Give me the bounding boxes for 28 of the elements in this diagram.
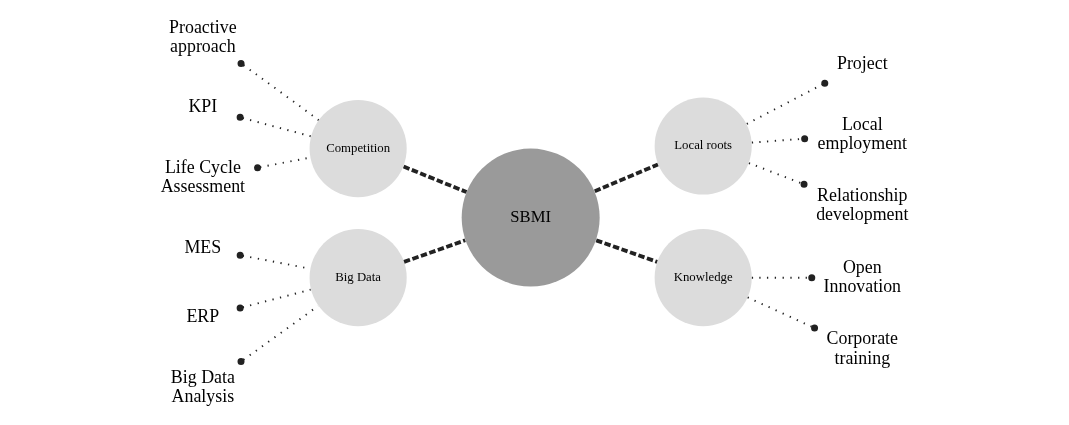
connector xyxy=(237,59,320,122)
node-circle: Competition xyxy=(309,100,407,198)
node-text: Open Innovation xyxy=(823,256,902,296)
node-text: KPI xyxy=(188,96,218,117)
connector xyxy=(750,135,809,144)
node-text: Corporate training xyxy=(826,328,899,368)
node-text: Big Data Analysis xyxy=(170,366,235,406)
node-circle: Knowledge xyxy=(654,229,752,327)
connector xyxy=(747,162,808,188)
connector xyxy=(403,238,466,264)
node-text: Proactive approach xyxy=(169,16,237,56)
connector xyxy=(236,113,312,138)
node-text: Local employment xyxy=(817,113,907,153)
connector xyxy=(750,274,816,282)
node-text: Life Cycle Assessment xyxy=(160,157,246,197)
node-circle: SBMI xyxy=(461,148,600,287)
node-text: Project xyxy=(836,52,888,73)
connector xyxy=(595,238,658,264)
connector xyxy=(236,288,312,312)
node-text: Relationship development xyxy=(816,185,909,225)
node-circle: Big Data xyxy=(309,229,407,327)
node-text: MES xyxy=(184,237,222,258)
connector xyxy=(746,296,819,332)
node-circle: Local roots xyxy=(654,97,752,195)
connector xyxy=(745,79,829,125)
connector xyxy=(594,162,659,193)
connector xyxy=(402,164,468,194)
node-text: ERP xyxy=(186,306,220,327)
